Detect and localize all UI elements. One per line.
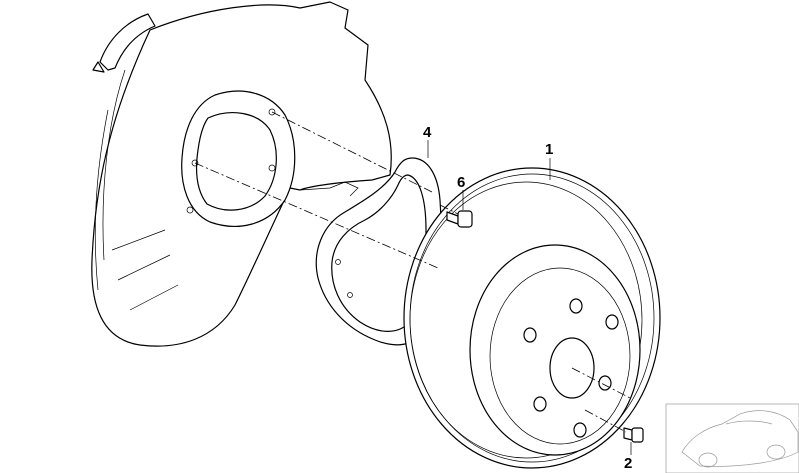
vehicle-thumbnail [665, 403, 799, 473]
countersunk-screw [623, 427, 644, 443]
callout-2: 2 [624, 455, 632, 472]
brake-disc [403, 167, 661, 469]
hex-bolt [446, 210, 473, 228]
callout-1: 1 [545, 141, 553, 158]
retaining-clip [92, 13, 156, 73]
callout-4: 4 [423, 124, 432, 141]
backing-plate [91, 1, 392, 347]
callout-6: 6 [457, 174, 465, 191]
assembly-lines [194, 111, 631, 433]
leader-lines [427, 140, 632, 455]
